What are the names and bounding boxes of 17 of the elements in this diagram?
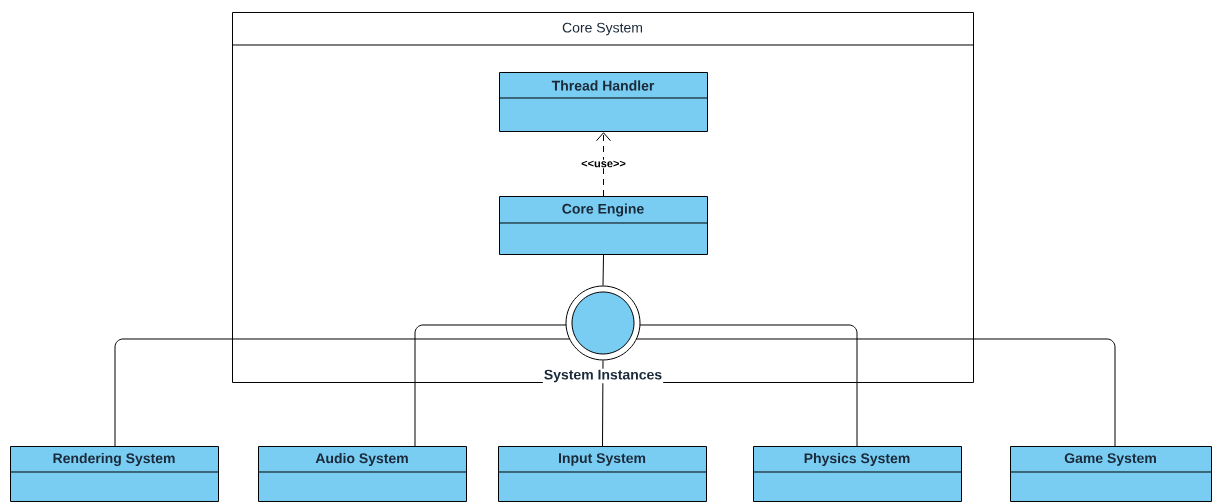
interface-circle [565,285,641,361]
connector [596,132,611,197]
class-box: Audio System [257,446,467,502]
connector [602,360,604,447]
class-box: Rendering System [9,446,219,502]
class-box: Core Engine [498,196,708,255]
class-box: Input System [497,446,707,502]
connector [635,338,1116,447]
connector [639,324,858,447]
connector [602,254,604,286]
class-box: Physics System [752,446,962,502]
class-box: Thread Handler [498,72,708,132]
node-caption: System Instances [544,369,662,383]
connector [414,324,567,447]
connector [114,338,571,447]
edge-label: <<use>> [581,160,626,168]
class-box: Game System [1009,446,1212,502]
